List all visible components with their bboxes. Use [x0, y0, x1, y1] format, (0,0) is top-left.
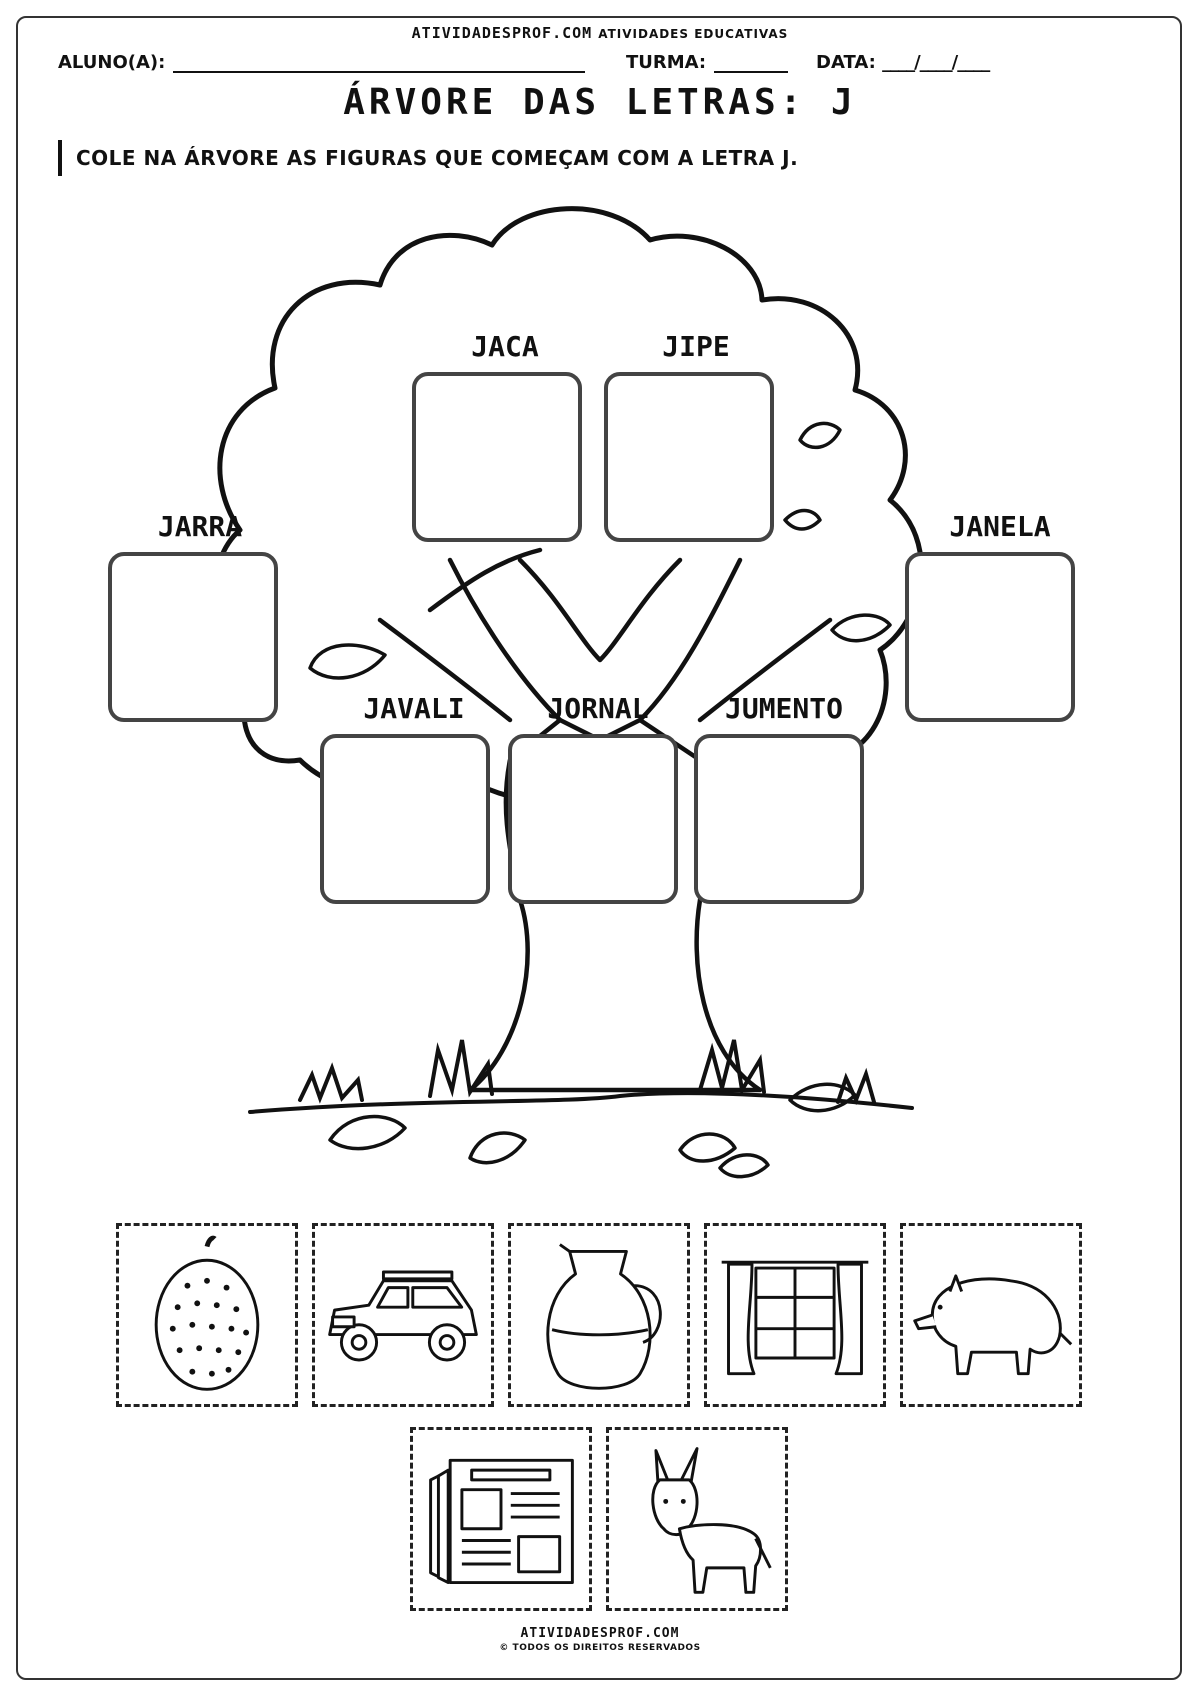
boar-icon: [913, 1274, 1073, 1376]
jeep-icon: [328, 1270, 478, 1362]
slot-label-javali: JAVALI: [363, 692, 465, 725]
jackfruit-icon: [154, 1235, 260, 1391]
student-line[interactable]: [173, 53, 586, 73]
student-fields: ALUNO(A): TURMA: DATA: ____/____/____: [58, 52, 1158, 76]
slot-label-jarra: JARRA: [157, 510, 243, 543]
date-blanks[interactable]: ____/____/____: [882, 52, 990, 73]
slot-label-jipe: JIPE: [662, 330, 730, 363]
footer-rights: © TODOS OS DIREITOS RESERVADOS: [499, 1643, 701, 1653]
instruction-bar: [58, 140, 62, 176]
footer-site: ATIVIDADESPROF.COM: [520, 1626, 680, 1641]
date-field[interactable]: DATA: ____/____/____: [816, 52, 990, 73]
slot-box-jarra[interactable]: [108, 552, 278, 722]
slot-box-javali[interactable]: [320, 734, 490, 904]
slot-box-jaca[interactable]: [412, 372, 582, 542]
site-name: ATIVIDADESPROF.COM: [411, 24, 593, 42]
class-label: TURMA:: [626, 52, 707, 73]
instruction-text: COLE NA ÁRVORE AS FIGURAS QUE COMEÇAM CO…: [76, 146, 799, 170]
cutout-card-jar[interactable]: [508, 1223, 690, 1407]
slot-box-jipe[interactable]: [604, 372, 774, 542]
student-field[interactable]: ALUNO(A):: [58, 52, 586, 73]
donkey-icon: [651, 1447, 772, 1594]
cutout-card-jackfruit[interactable]: [116, 1223, 298, 1407]
newspaper-icon: [429, 1458, 574, 1585]
slot-label-janela: JANELA: [949, 510, 1051, 543]
slot-box-jornal[interactable]: [508, 734, 678, 904]
date-label: DATA:: [816, 52, 876, 73]
cutout-card-window[interactable]: [704, 1223, 886, 1407]
page-title: ÁRVORE DAS LETRAS: J: [343, 82, 857, 123]
cutout-card-donkey[interactable]: [606, 1427, 788, 1611]
slot-label-jornal: JORNAL: [547, 692, 649, 725]
slot-label-jumento: JUMENTO: [724, 692, 843, 725]
cutout-card-boar[interactable]: [900, 1223, 1082, 1407]
cutout-card-newspaper[interactable]: [410, 1427, 592, 1611]
slot-box-jumento[interactable]: [694, 734, 864, 904]
site-subtitle: ATIVIDADES EDUCATIVAS: [598, 27, 789, 41]
cutout-card-jeep[interactable]: [312, 1223, 494, 1407]
page-footer: ATIVIDADESPROF.COM © TODOS OS DIREITOS R…: [0, 1626, 1200, 1653]
site-header: ATIVIDADESPROF.COM ATIVIDADES EDUCATIVAS: [0, 24, 1200, 42]
page-frame: [16, 16, 1182, 1680]
jar-icon: [546, 1243, 662, 1390]
class-field[interactable]: TURMA:: [626, 52, 789, 73]
student-label: ALUNO(A):: [58, 52, 166, 73]
class-line[interactable]: [714, 53, 789, 73]
slot-label-jaca: JACA: [471, 330, 539, 363]
slot-box-janela[interactable]: [905, 552, 1075, 722]
window-icon: [721, 1260, 869, 1376]
